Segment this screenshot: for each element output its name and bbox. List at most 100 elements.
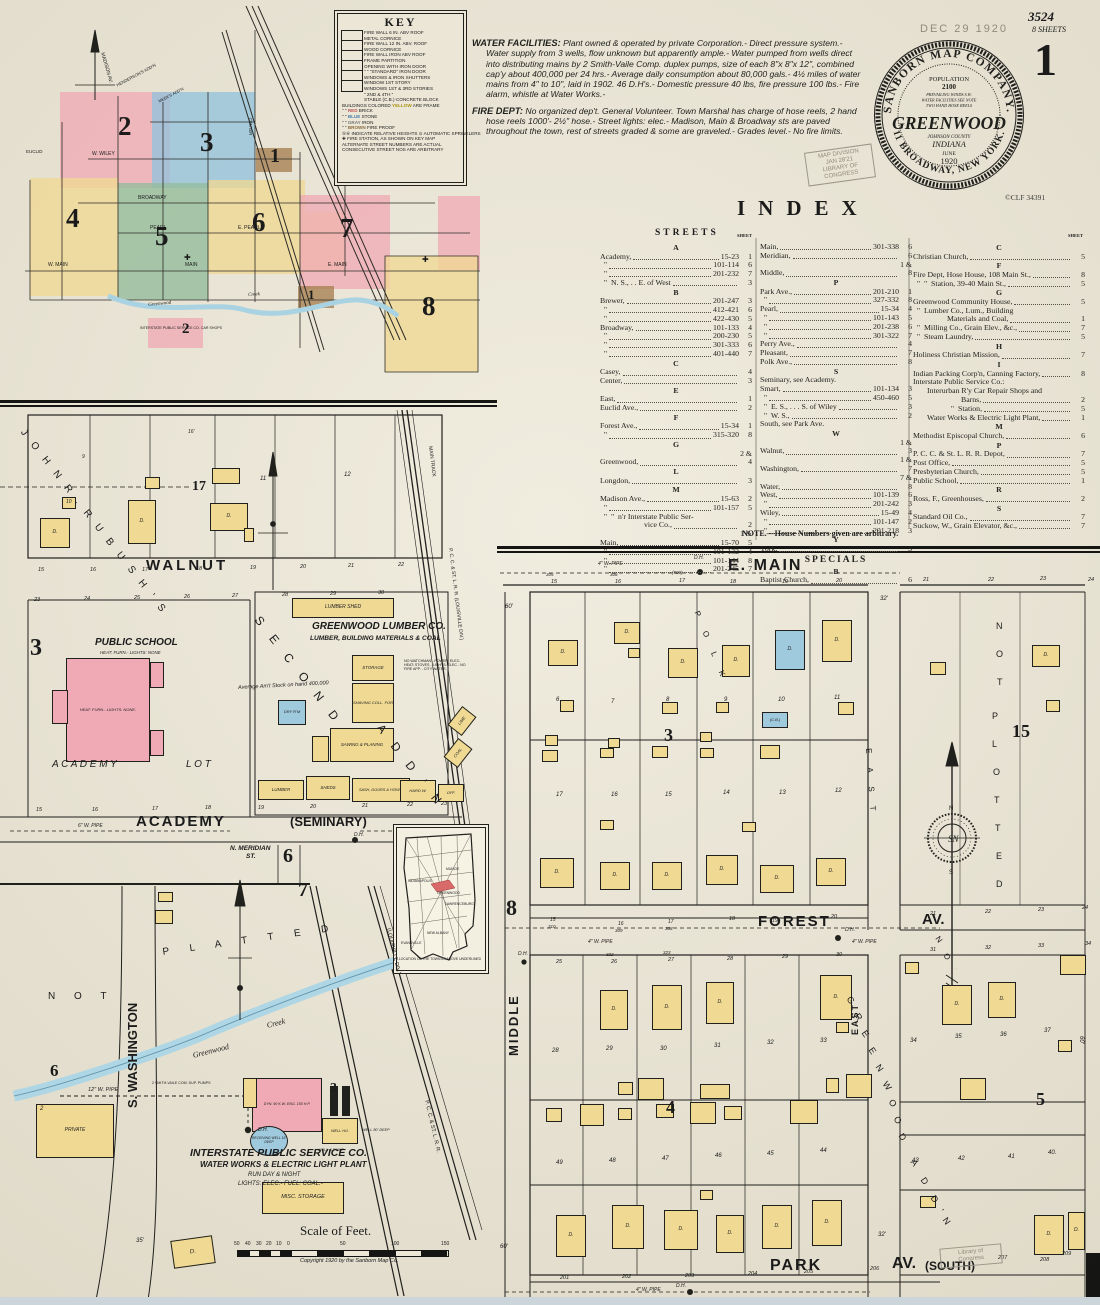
index-entry-name: " Milling Co., Grain Elev., &c.,: [913, 323, 1018, 333]
building-label: D.: [189, 1248, 197, 1256]
dotted-leader: [1006, 456, 1070, 458]
map-label: NO WATCHMAN - POWER: ELEC- HEAT: STOVES …: [404, 659, 466, 671]
key-line: BUILDINGS COLORED YELLOW ARE FRAME: [340, 103, 461, 109]
num-3-school: 3: [30, 635, 42, 661]
inset-caption: LOCATION OF THE TOWN AS ABOVE UNDERLINED: [398, 957, 482, 961]
building-dryrm: DRY R'M: [278, 700, 306, 725]
key-line: ⑤⑥ INDICATE RELATIVE HEIGHTS ⊙ AUTOMATIC…: [342, 130, 481, 136]
building-d: D.: [600, 862, 630, 890]
building-lumbershed: LUMBER SHED: [292, 598, 394, 618]
building: [158, 892, 173, 902]
map-label: 18: [730, 579, 737, 585]
building-d: D.: [1032, 645, 1060, 667]
dotted-leader: [960, 482, 1070, 484]
copyright-line: Copyright 1920 by the Sanborn Map Co.: [300, 1258, 399, 1264]
dotted-leader: [609, 554, 711, 556]
building-d: D.: [822, 620, 852, 662]
building-d: D.: [210, 503, 248, 531]
index-sheet-header: SHEET: [1068, 233, 1084, 238]
index-entry-sheet: 5: [748, 331, 752, 341]
index-entry-sheet: 7: [908, 330, 912, 340]
index-entry: Pleasant,7: [760, 348, 912, 358]
sanborn-seal: SANBORN MAP COMPANY. 11 BROADWAY, NEW YO…: [874, 40, 1024, 190]
index-entry-sheet: 5: [1081, 251, 1085, 261]
index-letter-header: E: [673, 385, 679, 395]
map-label: 15: [36, 807, 43, 813]
building-label: D.: [1074, 1227, 1079, 1234]
index-entry: Interstate Public Service Co.:: [913, 378, 1085, 387]
index-letter-header: Y: [833, 535, 839, 545]
academy-lot-1: A C A D E M Y: [52, 759, 117, 770]
dotted-leader: [782, 488, 897, 490]
map-label: 25: [556, 959, 563, 965]
index-entry-sheet: 6: [908, 575, 912, 585]
building-storage: STORAGE: [352, 655, 394, 681]
building: [960, 1078, 986, 1100]
index-entry-sheet: 5: [1081, 332, 1085, 342]
num-3-plant: 3: [330, 1081, 337, 1096]
map-label: 323: [663, 950, 671, 955]
ips-sub: WATER WORKS & ELECTRIC LIGHT PLANT: [200, 1160, 367, 1169]
map-label: 30: [836, 952, 843, 958]
sheet-region-3: [152, 92, 255, 188]
ov-num-6: 6: [252, 207, 266, 237]
map-label: 49: [556, 1160, 563, 1166]
ov-num-1: 1: [270, 145, 280, 167]
index-entry-sheet: 3: [908, 543, 912, 553]
index-entry-range: 101-114: [713, 260, 739, 270]
dotted-leader: [769, 506, 871, 508]
building: [155, 910, 173, 924]
index-entry-name: Smart,: [760, 384, 781, 394]
map-label: ✚: [184, 253, 191, 262]
building-label: SHEDS: [320, 784, 336, 790]
ov-num-5: 5: [155, 221, 169, 251]
index-sheet-header: SHEET: [737, 233, 753, 238]
index-entry-sheet: 3: [908, 401, 912, 411]
index-entry-sheet: 6: [748, 260, 752, 270]
building-label: LUMBER: [271, 786, 291, 792]
index-entry-name: Forest Ave.,: [600, 421, 638, 431]
dotted-leader: [1014, 304, 1070, 306]
map-label: 27: [668, 957, 675, 963]
map-label: 23: [441, 801, 448, 807]
map-label: T: [997, 677, 1003, 687]
ov-num-2: 2: [118, 111, 132, 141]
building: [62, 497, 76, 509]
building: [244, 528, 254, 542]
index-entry: York,3: [760, 543, 912, 554]
map-label: 29: [782, 954, 789, 960]
building: [930, 662, 946, 675]
dotted-leader: [838, 409, 897, 411]
map-label: 16': [188, 429, 195, 435]
dotted-leader: [632, 482, 737, 484]
index-entry-sheet: 2: [908, 410, 912, 420]
index-entry-name: South, see Park Ave.: [760, 419, 825, 429]
map-label: 12: [344, 472, 351, 478]
index-entry-name: Pearl,: [760, 304, 778, 314]
map-label: 32: [767, 1040, 774, 1046]
map-label: 19: [772, 918, 779, 924]
building-label: D.: [625, 1223, 631, 1230]
index-entry-name: Ross, F., Greenhouses,: [913, 493, 984, 503]
building-d: D.: [664, 1210, 698, 1250]
building-label: SHAVING COLL. FOR: [353, 699, 394, 705]
index-entry-range: 201-218: [873, 525, 899, 535]
map-label: 2: [40, 1106, 44, 1112]
dotted-leader: [673, 527, 737, 529]
building-label: MISC. STORAGE: [281, 1194, 325, 1201]
dotted-leader: [609, 312, 711, 314]
dotted-leader: [786, 275, 897, 277]
map-label: 40.: [1048, 1150, 1057, 1156]
index-entry-range: 101-134: [873, 384, 899, 394]
index-entry-range: 101-139: [873, 490, 899, 500]
index-entry: Fire Dept, Hose House, 108 Main St.,8: [913, 270, 1085, 280]
index-entry-sheet: 1 & 3: [900, 437, 912, 456]
key-line: " " BLUE STONE: [340, 114, 461, 120]
map-label: 30: [660, 1046, 667, 1052]
map-label: 22: [407, 802, 414, 808]
